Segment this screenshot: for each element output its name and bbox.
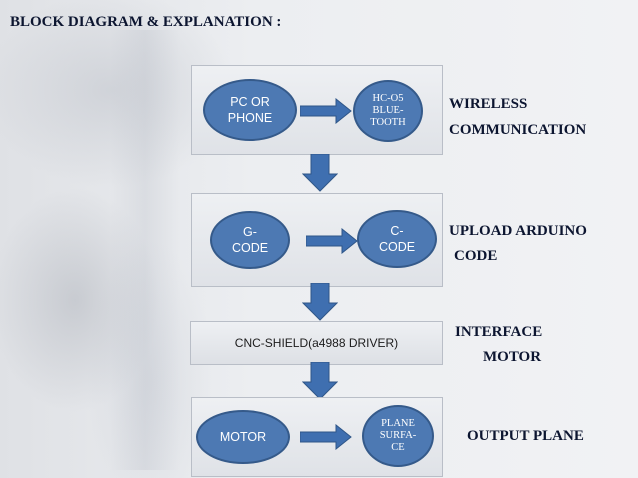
block-cnc-shield-driver: CNC-SHIELD(a4988 DRIVER) bbox=[190, 321, 443, 365]
page-title: BLOCK DIAGRAM & EXPLANATION : bbox=[10, 14, 282, 30]
node-motor-label: MOTOR bbox=[219, 430, 267, 444]
node-pc-or-phone-label: PC OR PHONE bbox=[227, 95, 273, 125]
right-arrow-icon bbox=[306, 228, 358, 254]
node-hc05-bluetooth: HC-O5 BLUE- TOOTH bbox=[353, 80, 423, 142]
side-label-code: CODE bbox=[454, 248, 498, 264]
side-label-communication: COMMUNICATION bbox=[449, 122, 587, 138]
node-c-code: C- CODE bbox=[357, 210, 437, 268]
node-g-code: G- CODE bbox=[210, 211, 290, 269]
side-label-interface: INTERFACE bbox=[455, 324, 543, 340]
node-g-code-label: G- CODE bbox=[231, 225, 269, 255]
right-arrow-icon bbox=[300, 98, 352, 124]
node-pc-or-phone: PC OR PHONE bbox=[203, 79, 297, 141]
down-arrow-icon bbox=[302, 154, 338, 192]
background-machine-shading bbox=[110, 30, 180, 470]
node-plane-surface-label: PLANE SURFA- CE bbox=[379, 418, 417, 453]
down-arrow-icon bbox=[302, 362, 338, 400]
side-label-output-plane: OUTPUT PLANE bbox=[467, 428, 584, 444]
node-c-code-label: C- CODE bbox=[378, 224, 416, 254]
node-plane-surface: PLANE SURFA- CE bbox=[362, 405, 434, 467]
node-hc05-bluetooth-label: HC-O5 BLUE- TOOTH bbox=[370, 93, 406, 128]
side-label-wireless: WIRELESS bbox=[449, 96, 528, 112]
right-arrow-icon bbox=[300, 424, 352, 450]
side-label-motor: MOTOR bbox=[483, 349, 542, 365]
node-motor: MOTOR bbox=[196, 410, 290, 464]
cnc-shield-label: CNC-SHIELD(a4988 DRIVER) bbox=[234, 336, 399, 350]
side-label-upload-arduino: UPLOAD ARDUINO bbox=[449, 223, 587, 239]
down-arrow-icon bbox=[302, 283, 338, 321]
